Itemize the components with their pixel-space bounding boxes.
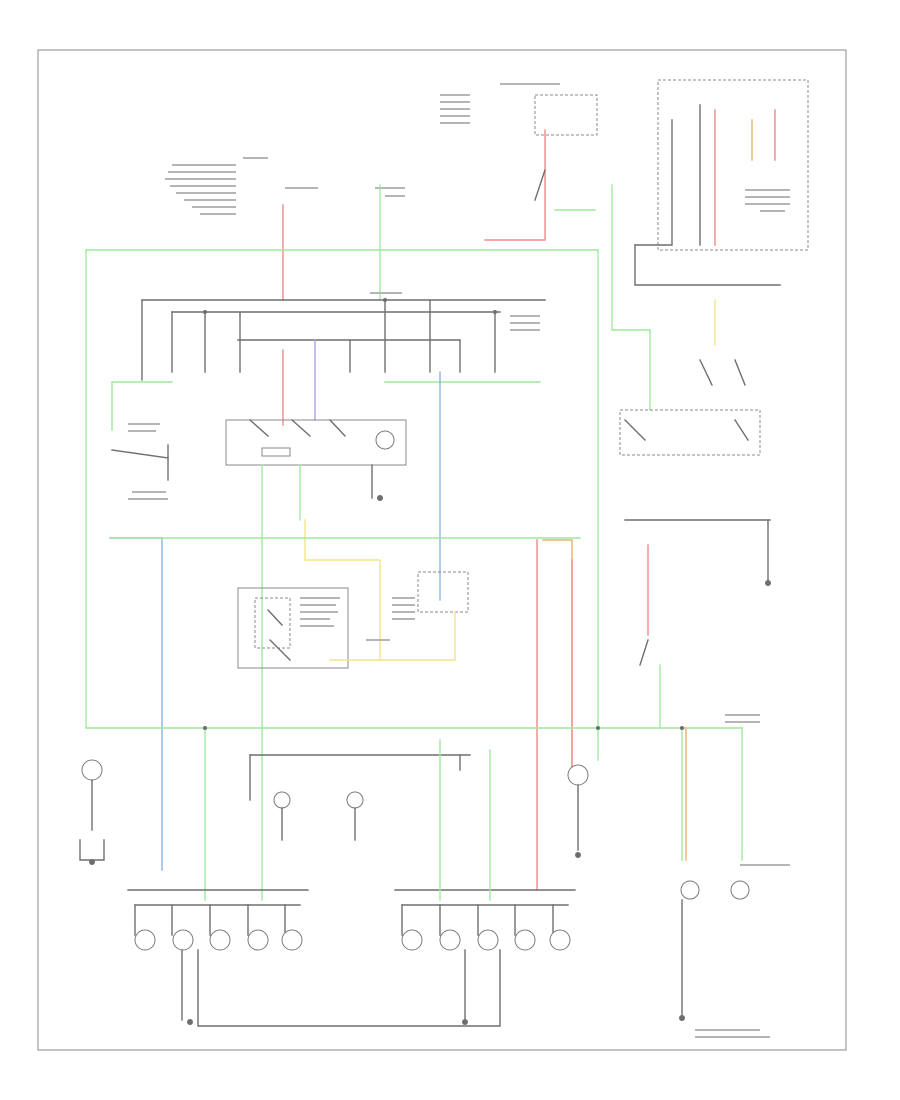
fuse-block-top-left — [165, 157, 405, 301]
headlamp-switch — [225, 419, 407, 466]
left-front-lamp — [79, 759, 105, 861]
right-front-lamp — [567, 764, 589, 858]
brake-switch — [624, 519, 771, 729]
diagram-frame — [37, 49, 847, 1051]
right-rear-lamp-cluster — [394, 889, 576, 1021]
fuse-panel-top-right — [440, 83, 598, 241]
relay-module — [237, 587, 349, 669]
license-lamp-right — [346, 791, 364, 841]
license-lamp-left — [273, 791, 291, 841]
right-door-switch — [619, 359, 761, 456]
left-rear-lamp-cluster — [127, 889, 501, 1027]
relay-block-top-right — [634, 79, 809, 251]
wire-blue-left — [109, 537, 163, 871]
center-relay — [329, 571, 469, 661]
right-side-lamps — [679, 880, 750, 1021]
left-door-switch — [111, 381, 169, 500]
